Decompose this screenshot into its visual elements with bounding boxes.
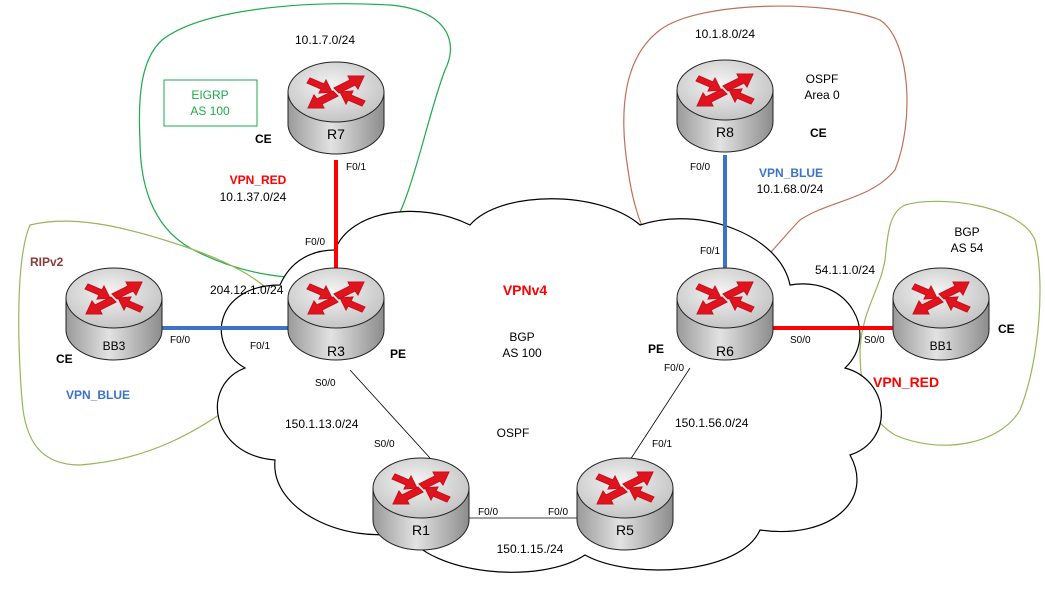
if-r1-f00: F0/0 xyxy=(478,507,498,518)
router-bb1[interactable]: BB1 xyxy=(892,267,990,361)
bgp-as54-region xyxy=(859,200,1041,446)
router-r1[interactable]: R1 xyxy=(372,457,470,551)
net-r6-bb1: 54.1.1.0/24 xyxy=(815,263,875,277)
if-r3-f01: F0/1 xyxy=(250,341,270,352)
router-r7[interactable]: R7 xyxy=(287,61,385,155)
vpn-blue-bb3: VPN_BLUE xyxy=(66,388,130,402)
role-r8: CE xyxy=(810,126,827,140)
rip-label: RIPv2 xyxy=(30,255,64,269)
vpn-red-bb1: VPN_RED xyxy=(873,374,939,390)
net-r3-r7: 10.1.37.0/24 xyxy=(220,190,287,204)
role-r7: CE xyxy=(255,132,272,146)
if-bb1-s00: S0/0 xyxy=(864,335,885,346)
link-r3-r1 xyxy=(349,369,431,459)
if-r7-f01: F0/1 xyxy=(346,162,366,173)
if-bb3-f00: F0/0 xyxy=(170,335,190,346)
if-r3-f00: F0/0 xyxy=(305,237,325,248)
net-r8-lan: 10.1.8.0/24 xyxy=(695,27,755,41)
router-r3-label: R3 xyxy=(327,343,345,359)
if-r1-s00: S0/0 xyxy=(374,439,395,450)
net-r5-r6: 150.1.56.0/24 xyxy=(675,416,749,430)
eigrp-label: EIGRP xyxy=(191,88,228,102)
if-r5-f01: F0/1 xyxy=(652,439,672,450)
ospf-area-label: OSPF xyxy=(806,72,839,86)
role-bb1: CE xyxy=(998,322,1015,336)
router-bb3-label: BB3 xyxy=(103,339,126,353)
net-r1-r5: 150.1.15./24 xyxy=(497,542,564,556)
router-r8[interactable]: R8 xyxy=(676,59,774,153)
role-bb3: CE xyxy=(56,352,73,366)
router-bb1-label: BB1 xyxy=(930,339,953,353)
bgp-as54-label: BGP xyxy=(954,225,979,239)
link-r6-r5 xyxy=(629,367,691,461)
net-r6-r8: 10.1.68.0/24 xyxy=(757,182,824,196)
role-r3: PE xyxy=(390,347,406,361)
ospf-area0-region xyxy=(623,5,908,281)
net-r7-lan: 10.1.7.0/24 xyxy=(295,33,355,47)
if-r8-f00: F0/0 xyxy=(690,162,710,173)
router-r5-label: R5 xyxy=(616,522,634,538)
vpn-red-r7: VPN_RED xyxy=(230,173,287,187)
core-as-label: AS 100 xyxy=(502,346,542,360)
net-r3-bb3: 204.12.1.0/24 xyxy=(210,283,284,297)
router-r1-label: R1 xyxy=(412,522,430,538)
router-r7-label: R7 xyxy=(327,126,345,142)
if-r6-s00: S0/0 xyxy=(790,335,811,346)
router-r8-label: R8 xyxy=(716,124,734,140)
router-r6[interactable]: R6 xyxy=(676,267,774,361)
if-r6-f01: F0/1 xyxy=(700,246,720,257)
net-r1-r3: 150.1.13.0/24 xyxy=(285,417,359,431)
core-bgp-label: BGP xyxy=(509,330,534,344)
if-r3-s00: S0/0 xyxy=(315,378,336,389)
router-r3[interactable]: R3 xyxy=(287,267,385,361)
role-r6: PE xyxy=(648,342,664,356)
if-r5-f00: F0/0 xyxy=(548,507,568,518)
bgp-as54-number: AS 54 xyxy=(951,241,984,255)
vpnv4-label: VPNv4 xyxy=(503,282,548,298)
core-ospf-label: OSPF xyxy=(497,426,530,440)
router-r6-label: R6 xyxy=(716,343,734,359)
router-bb3[interactable]: BB3 xyxy=(65,267,163,361)
eigrp-box xyxy=(163,79,258,127)
eigrp-as-label: AS 100 xyxy=(190,104,230,118)
ospf-area-number: Area 0 xyxy=(804,88,840,102)
router-r5[interactable]: R5 xyxy=(576,457,674,551)
vpn-blue-r8: VPN_BLUE xyxy=(759,166,823,180)
if-r6-f00: F0/0 xyxy=(664,363,684,374)
